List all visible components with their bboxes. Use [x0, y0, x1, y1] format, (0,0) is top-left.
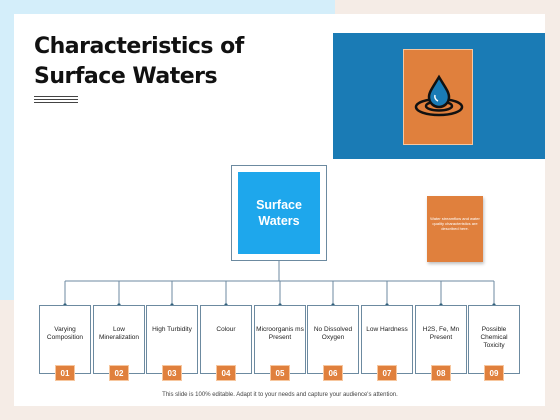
characteristic-label: Varying Composition — [46, 326, 84, 341]
characteristic-box: Colour — [200, 305, 252, 374]
characteristic-label: Microorganis ms Present — [256, 326, 304, 341]
characteristic-label: Low Mineralization — [98, 326, 140, 341]
characteristic-box: Microorganis ms Present — [254, 305, 306, 374]
characteristic-box: H2S, Fe, Mn Present — [415, 305, 467, 374]
number-badge: 03 — [162, 365, 182, 381]
center-node: Surface Waters — [231, 165, 327, 261]
page-title: Characteristics of Surface Waters — [34, 32, 294, 92]
characteristic-label: No Dissolved Oxygen — [313, 326, 353, 341]
title-line-1: Characteristics of — [34, 34, 244, 59]
characteristic-label: High Turbidity — [152, 326, 192, 333]
number-badge: 07 — [377, 365, 397, 381]
characteristic-box: Possible Chemical Toxicity — [468, 305, 520, 374]
characteristic-box: Low Hardness — [361, 305, 413, 374]
characteristic-box: No Dissolved Oxygen — [307, 305, 359, 374]
characteristic-box: High Turbidity — [146, 305, 198, 374]
number-badge: 09 — [484, 365, 504, 381]
title-underline — [34, 96, 78, 105]
center-node-label: Surface Waters — [238, 172, 320, 254]
characteristic-label: Colour — [216, 326, 236, 333]
water-drop-icon — [414, 74, 464, 117]
footer-text: This slide is 100% editable. Adapt it to… — [162, 392, 398, 398]
characteristic-box: Varying Composition — [39, 305, 91, 374]
characteristic-label: Possible Chemical Toxicity — [480, 326, 508, 349]
characteristic-label: Low Hardness — [366, 326, 408, 333]
characteristic-box: Low Mineralization — [93, 305, 145, 374]
number-badge: 08 — [431, 365, 451, 381]
sticky-note: Water streamflow and water quality chara… — [427, 196, 483, 262]
number-badge: 06 — [323, 365, 343, 381]
number-badge: 02 — [109, 365, 129, 381]
icon-box — [403, 49, 473, 145]
number-badge: 04 — [216, 365, 236, 381]
number-badge: 01 — [55, 365, 75, 381]
title-line-2: Surface Waters — [34, 64, 218, 89]
characteristic-label: H2S, Fe, Mn Present — [422, 326, 460, 341]
number-badge: 05 — [270, 365, 290, 381]
